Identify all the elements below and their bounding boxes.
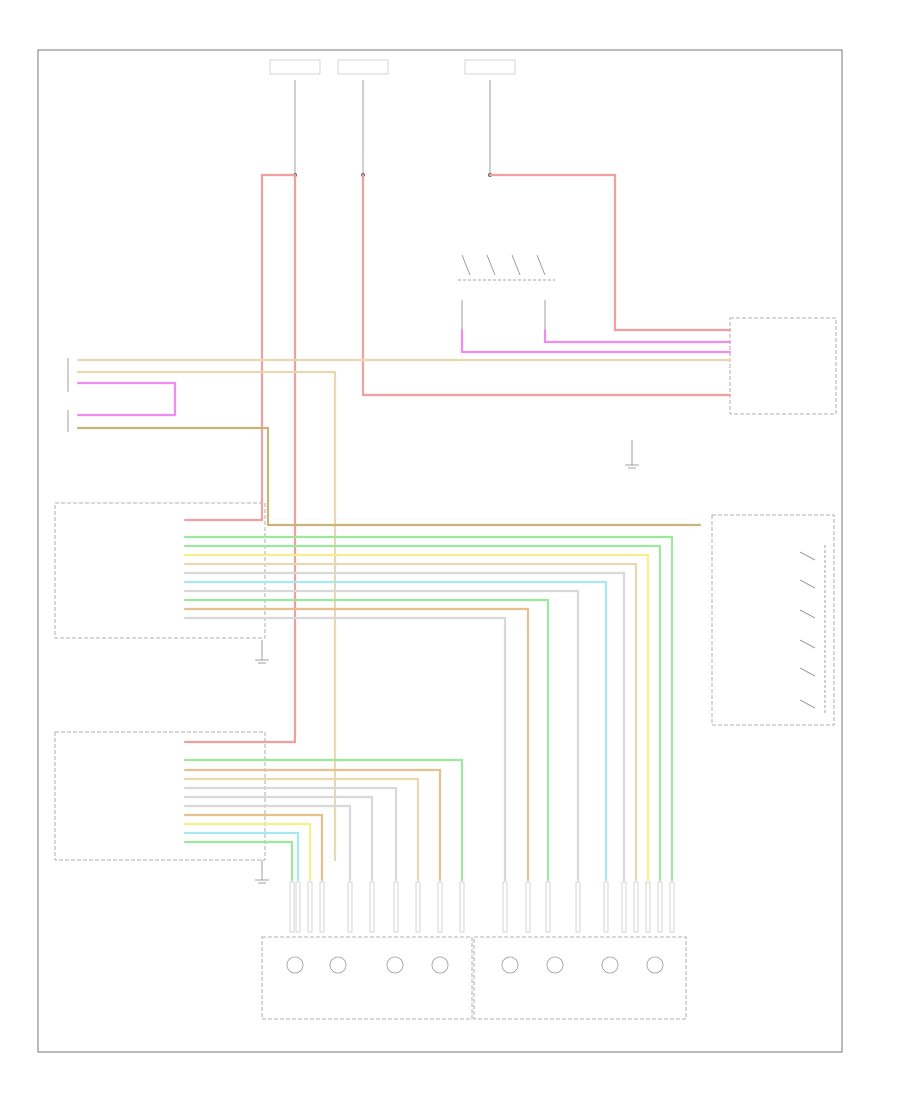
wire-pas-orange xyxy=(183,768,442,882)
wire-red-memory-2 xyxy=(361,173,732,397)
connector-pin xyxy=(603,881,609,933)
mirror-motors xyxy=(286,956,664,974)
diagram-frame xyxy=(37,49,843,1053)
wire-pas-ltblue xyxy=(183,831,300,882)
wire-pas-orange-2 xyxy=(183,813,324,882)
power-sources xyxy=(269,59,516,177)
wire-drv-gray xyxy=(183,571,626,882)
wire-red-battery-2 xyxy=(183,173,297,744)
connector-pin xyxy=(545,881,551,933)
wire-red-battery xyxy=(183,173,297,522)
connector-pin xyxy=(633,881,639,933)
wire-drv-green-2 xyxy=(183,544,662,882)
wire-drv-orange xyxy=(183,607,530,882)
connector-pin xyxy=(289,881,295,933)
connector-pin xyxy=(369,881,375,933)
connector-pin xyxy=(502,881,508,933)
connector-pin xyxy=(393,881,399,933)
wire-drv-yellow xyxy=(183,553,650,882)
connector-pin xyxy=(525,881,531,933)
wire-drv-tan xyxy=(183,562,638,882)
connector-pin xyxy=(347,881,353,933)
connector-pin xyxy=(319,881,325,933)
wire-brown xyxy=(76,426,702,527)
wire-red-memory xyxy=(488,173,732,332)
wire-pas-tan xyxy=(183,777,420,882)
wire-drv-gray-3 xyxy=(183,616,507,882)
wire-pas-gray-2 xyxy=(183,795,374,882)
mirror-switch-box xyxy=(711,514,835,726)
wire-pas-gray xyxy=(183,786,398,882)
connector-pin xyxy=(657,881,663,933)
driver-mirror-box xyxy=(473,936,687,1020)
mirror-switch-contacts xyxy=(799,545,826,715)
connector-pin xyxy=(575,881,581,933)
connector-pin xyxy=(295,881,301,933)
wires xyxy=(76,173,732,882)
driver-module-box xyxy=(54,502,266,639)
wire-pas-green-1 xyxy=(183,758,464,882)
memory-module-box xyxy=(729,317,837,415)
wire-drv-green-3 xyxy=(183,598,550,882)
connector-pin xyxy=(415,881,421,933)
connector-pin xyxy=(645,881,651,933)
wire-pas-green-2 xyxy=(183,840,294,882)
memory-switch xyxy=(458,254,555,330)
connector-pin xyxy=(459,881,465,933)
ground-symbols xyxy=(255,440,639,884)
wire-drv-green-1 xyxy=(183,535,674,882)
connector-pin xyxy=(621,881,627,933)
wire-pink-left xyxy=(76,381,177,417)
wire-drv-gray-2 xyxy=(183,589,580,882)
wire-pas-gray-3 xyxy=(183,804,352,882)
passenger-mirror-box xyxy=(261,936,473,1020)
wire-pas-yellow xyxy=(183,822,312,882)
wire-pink-memory-2 xyxy=(543,328,732,344)
connector-pin xyxy=(437,881,443,933)
connector-pin xyxy=(669,881,675,933)
connector-pin xyxy=(307,881,313,933)
wire-tan-2 xyxy=(76,370,337,862)
wire-pink-memory xyxy=(460,328,732,354)
mirror-connector-stubs xyxy=(289,881,675,933)
wire-drv-ltblue xyxy=(183,580,608,882)
